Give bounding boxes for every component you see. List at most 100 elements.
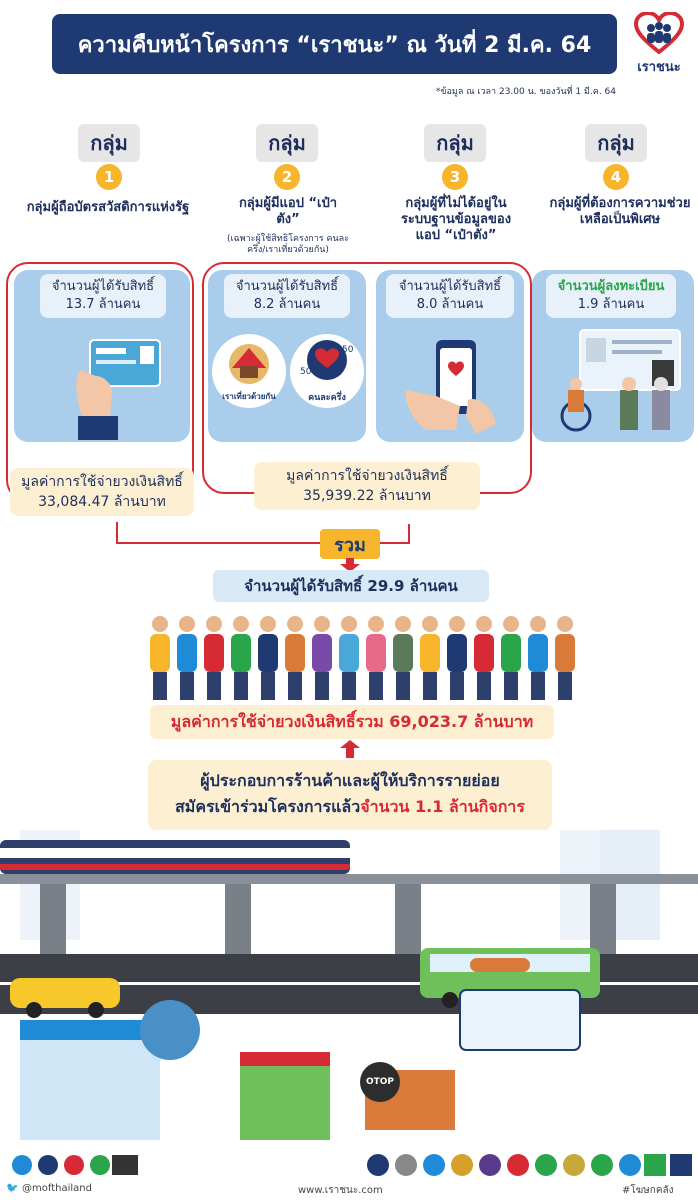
group-3-tab: กลุ่ม — [424, 124, 486, 162]
beneficiaries-label: จำนวนผู้ได้รับสิทธิ์ — [235, 279, 339, 294]
rao-tiew-label: เราเที่ยวด้วยกัน — [222, 392, 276, 401]
page-title: ความคืบหน้าโครงการ “เราชนะ” ณ วันที่ 2 ม… — [52, 14, 617, 74]
crowd-person-head — [530, 616, 546, 632]
merchants-box: ผู้ประกอบการร้านค้าและผู้ให้บริการรายย่อ… — [148, 760, 552, 830]
beneficiaries-label: จำนวนผู้ได้รับสิทธิ์ — [398, 279, 502, 294]
crowd-person-head — [260, 616, 276, 632]
temple-house-icon — [229, 344, 269, 384]
half-half-icon: 50 50 — [300, 340, 354, 380]
partner-logos-icon — [12, 1154, 692, 1176]
group-2-label: กลุ่มผู้มีแอป “เป๋าตัง” — [238, 196, 338, 227]
beneficiaries-value: 13.7 ล้านคน — [65, 297, 141, 312]
merchants-joined-text: สมัครเข้าร่วมโครงการแล้ว — [175, 797, 361, 816]
crowd-person-legs — [261, 672, 275, 700]
group-1-label: กลุ่มผู้ถือบัตรสวัสดิการแห่งรัฐ — [26, 200, 190, 215]
city-street-illustration — [0, 830, 698, 1180]
crowd-person-head — [341, 616, 357, 632]
group-2-number: 2 — [274, 164, 300, 190]
otop-badge: OTOP — [360, 1062, 400, 1102]
crowd-person-legs — [450, 672, 464, 700]
khon-la-khrueng-label: คนละครึ่ง — [308, 393, 346, 403]
crowd-person-legs — [369, 672, 383, 700]
beneficiaries-value: 8.2 ล้านคน — [253, 297, 321, 312]
crowd-person-head — [206, 616, 222, 632]
crowd-person — [285, 634, 305, 672]
crowd-person-head — [449, 616, 465, 632]
connector-line — [380, 542, 410, 544]
crowd-person — [393, 634, 413, 672]
spend-label: มูลค่าการใช้จ่ายวงเงินสิทธิ์ — [286, 468, 448, 484]
crowd-person-head — [233, 616, 249, 632]
crowd-person — [258, 634, 278, 672]
beneficiaries-value: 8.0 ล้านคน — [416, 297, 484, 312]
connector-line — [116, 522, 118, 544]
rao-tiew-duay-gan-logo: เราเที่ยวด้วยกัน — [212, 334, 286, 408]
crowd-person — [312, 634, 332, 672]
crowd-person — [231, 634, 251, 672]
crowd-person — [420, 634, 440, 672]
total-spend-value: มูลค่าการใช้จ่ายวงเงินสิทธิ์รวม 69,023.7… — [150, 705, 554, 739]
khon-la-khrueng-logo: 50 50 คนละครึ่ง — [290, 334, 364, 408]
connector-line — [408, 524, 410, 544]
spend-value: 35,939.22 ล้านบาท — [303, 488, 431, 504]
group-2-tab: กลุ่ม — [256, 124, 318, 162]
heart-logo-icon — [634, 12, 684, 54]
crowd-person — [204, 634, 224, 672]
spend-value: 33,084.47 ล้านบาท — [38, 494, 166, 510]
rachana-logo: เราชนะ — [626, 8, 692, 75]
group-4-number: 4 — [603, 164, 629, 190]
arrow-up-icon — [340, 740, 360, 758]
crowd-person-legs — [315, 672, 329, 700]
registrants-value: 1.9 ล้านคน — [577, 297, 645, 312]
crowd-person-head — [476, 616, 492, 632]
svg-text:50: 50 — [300, 367, 312, 377]
crowd-person-head — [179, 616, 195, 632]
crowd-person — [339, 634, 359, 672]
crowd-person — [501, 634, 521, 672]
crowd-person — [366, 634, 386, 672]
hashtag: #โฆษกคลัง — [622, 1185, 674, 1196]
crowd-person-legs — [180, 672, 194, 700]
welfare-card-hand-illustration — [76, 339, 161, 440]
crowd-person — [528, 634, 548, 672]
group-4-label: กลุ่มผู้ที่ต้องการความช่วยเหลือเป็นพิเศษ — [549, 196, 691, 227]
group-2-sublabel: (เฉพาะผู้ใช้สิทธิโครงการ คนละครึ่ง/เราเท… — [226, 234, 350, 255]
crowd-person-legs — [477, 672, 491, 700]
crowd-person-head — [395, 616, 411, 632]
crowd-person-head — [152, 616, 168, 632]
partner-logo-strip — [8, 1152, 698, 1178]
crowd-person-legs — [531, 672, 545, 700]
crowd-person-head — [557, 616, 573, 632]
spend-label: มูลค่าการใช้จ่ายวงเงินสิทธิ์ — [21, 474, 183, 490]
crowd-person-legs — [207, 672, 221, 700]
group-1-number: 1 — [96, 164, 122, 190]
group-3-number: 3 — [442, 164, 468, 190]
group-1-tab: กลุ่ม — [78, 124, 140, 162]
group-1-spend-box: มูลค่าการใช้จ่ายวงเงินสิทธิ์ 33,084.47 ล… — [10, 468, 194, 516]
website-link[interactable]: www.เราชนะ.com — [298, 1185, 383, 1196]
crowd-person-legs — [342, 672, 356, 700]
group-1-card-header: จำนวนผู้ได้รับสิทธิ์ 13.7 ล้านคน — [40, 274, 166, 318]
crowd-person — [555, 634, 575, 672]
twitter-icon: 🐦 — [6, 1183, 19, 1194]
crowd-person-head — [422, 616, 438, 632]
twitter-handle[interactable]: @mofthailand — [22, 1183, 92, 1194]
group-4-tab: กลุ่ม — [585, 124, 647, 162]
crowd-person-head — [287, 616, 303, 632]
group-3-label: กลุ่มผู้ที่ไม่ได้อยู่ในระบบฐานข้อมูลของแ… — [400, 196, 512, 243]
group-2-3-spend-box: มูลค่าการใช้จ่ายวงเงินสิทธิ์ 35,939.22 ล… — [254, 462, 480, 510]
beneficiaries-label: จำนวนผู้ได้รับสิทธิ์ — [51, 279, 155, 294]
crowd-person — [150, 634, 170, 672]
crowd-person — [474, 634, 494, 672]
elderly-disabled-illustration — [560, 329, 681, 432]
arrow-down-icon — [340, 558, 360, 572]
crowd-person — [177, 634, 197, 672]
crowd-person-legs — [234, 672, 248, 700]
registrants-label: จำนวนผู้ลงทะเบียน — [557, 279, 665, 294]
group-4-card-header: จำนวนผู้ลงทะเบียน 1.9 ล้านคน — [546, 274, 676, 318]
merchants-count: จำนวน 1.1 ล้านกิจการ — [360, 797, 525, 816]
logo-text: เราชนะ — [637, 60, 681, 75]
data-timestamp-note: *ข้อมูล ณ เวลา 23.00 น. ของวันที่ 1 มี.ค… — [435, 87, 616, 97]
crowd-person-head — [314, 616, 330, 632]
group-3-card-header: จำนวนผู้ได้รับสิทธิ์ 8.0 ล้านคน — [386, 274, 514, 318]
